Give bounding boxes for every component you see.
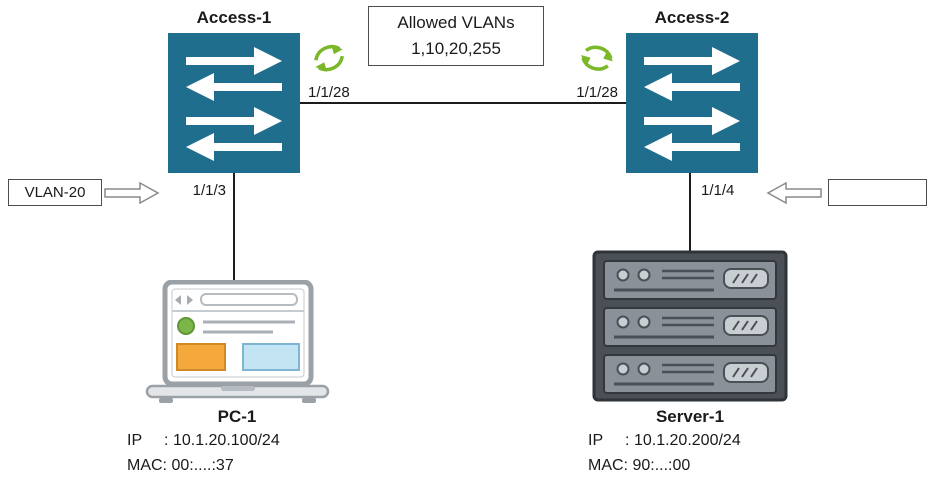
server-name: Server-1 — [655, 407, 725, 426]
pc-name: PC-1 — [217, 407, 257, 426]
switch-access-1-title: Access-1 — [196, 8, 272, 27]
switch-icon — [168, 33, 300, 173]
pc-laptop-icon — [145, 279, 330, 410]
switch-access-1-icon — [168, 33, 300, 178]
switch-access-2-title: Access-2 — [654, 8, 730, 27]
callout-arrow-left-icon — [766, 181, 822, 210]
allowed-vlans-value: 1,10,20,255 — [411, 39, 501, 59]
access-1-trunk-port-label: 1/1/28 — [308, 84, 350, 101]
switch-icon — [626, 33, 758, 173]
pc-mac: MAC: 00:....:37 — [127, 457, 234, 474]
trunk-sync-arrows-right-icon — [572, 35, 621, 87]
trunk-sync-arrows-left-icon — [306, 35, 355, 87]
blank-callout-box — [828, 179, 927, 206]
vlan-20-callout-label: VLAN-20 — [24, 184, 86, 201]
allowed-vlans-title: Allowed VLANs — [397, 13, 515, 32]
server-ip: IP : 10.1.20.200/24 — [588, 432, 741, 449]
trunk-link-line — [300, 102, 626, 104]
pc-ip: IP : 10.1.20.100/24 — [127, 432, 280, 449]
access-2-trunk-port-label: 1/1/28 — [576, 84, 618, 101]
switch-access-2-icon — [626, 33, 758, 178]
callout-arrow-right-icon — [104, 181, 160, 210]
access-1-edge-port-label: 1/1/3 — [192, 182, 226, 199]
access-1-pc-link-line — [233, 173, 235, 285]
access-2-edge-port-label: 1/1/4 — [701, 182, 735, 199]
allowed-vlans-box: Allowed VLANs 1,10,20,255 — [368, 6, 544, 66]
vlan-20-callout-box: VLAN-20 — [8, 179, 102, 206]
server-rack-icon — [592, 250, 788, 407]
server-mac: MAC: 90:...:00 — [588, 457, 691, 474]
access-2-server-link-line — [689, 173, 691, 251]
